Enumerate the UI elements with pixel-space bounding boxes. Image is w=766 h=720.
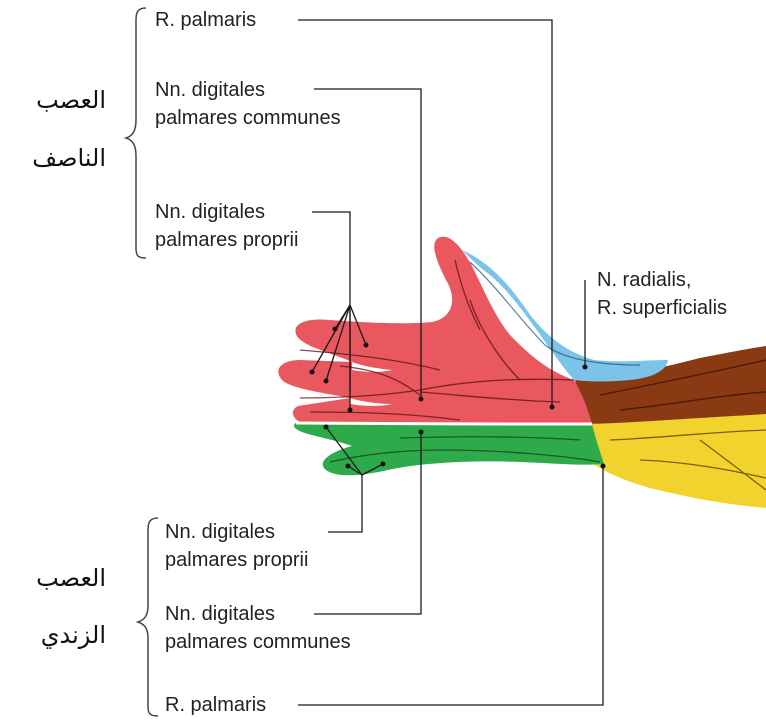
- median-communes-label-line1: Nn. digitales: [155, 78, 265, 102]
- median-palmaris-label: R. palmaris: [155, 8, 256, 32]
- median-arabic-label-line2: الناصف: [32, 143, 106, 173]
- territory-boundary: [296, 423, 592, 424]
- ulnar-palmaris-label: R. palmaris: [165, 693, 266, 717]
- median-proprii-label-line1: Nn. digitales: [155, 200, 265, 224]
- ulnar-arabic-label-line1: العصب: [36, 563, 106, 593]
- ulnar-communes-label-line1: Nn. digitales: [165, 602, 275, 626]
- median-region: [278, 237, 592, 424]
- ulnar-proprii-label-line1: Nn. digitales: [165, 520, 275, 544]
- ulnar-arabic-label-line2: الزندي: [41, 620, 106, 650]
- ulnar-proprii-label-line2: palmares proprii: [165, 548, 308, 572]
- leader-ulnar-palmaris: [298, 466, 603, 705]
- median-communes-label-line2: palmares communes: [155, 106, 341, 130]
- leader-ulnar-proprii: [328, 475, 362, 532]
- ulnar-brace: [138, 518, 158, 716]
- median-brace: [126, 8, 146, 258]
- forearm-radial-region: [575, 346, 766, 425]
- radial-label-line2: R. superficialis: [597, 296, 727, 320]
- ulnar-region: [294, 422, 604, 475]
- radial-label-line1: N. radialis,: [597, 268, 691, 292]
- median-proprii-label-line2: palmares proprii: [155, 228, 298, 252]
- median-arabic-label-line1: العصب: [36, 85, 106, 115]
- ulnar-communes-label-line2: palmares communes: [165, 630, 351, 654]
- forearm-ulnar-region: [580, 414, 766, 508]
